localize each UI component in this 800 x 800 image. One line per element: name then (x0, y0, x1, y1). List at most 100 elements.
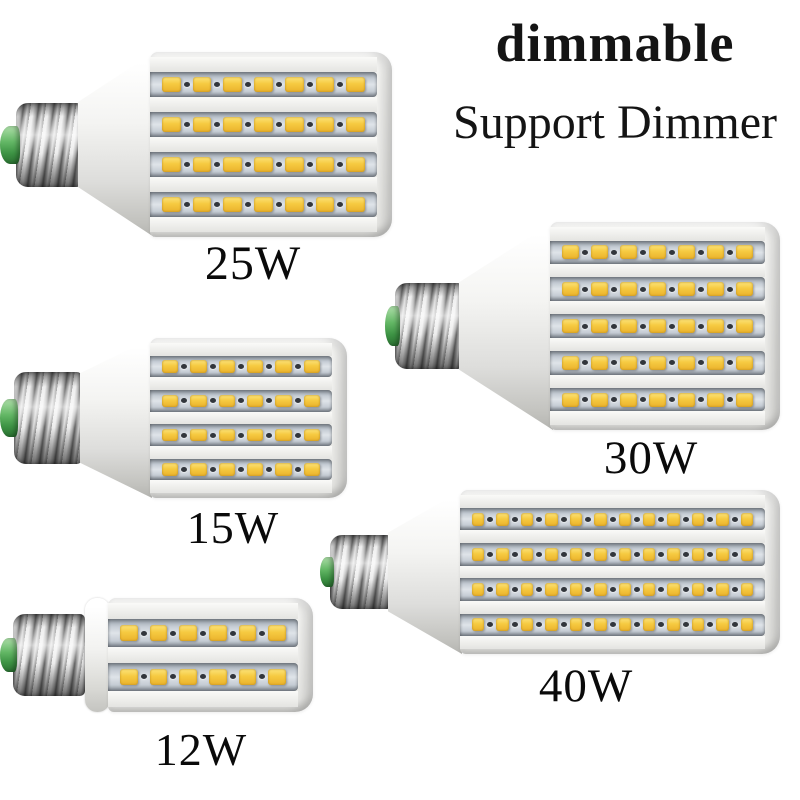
led-chip (149, 668, 168, 686)
led-chip (303, 463, 320, 476)
contact-dot (214, 162, 221, 167)
led-chip (691, 583, 705, 597)
contact-dot (237, 363, 244, 369)
contact-dot (582, 360, 588, 366)
contact-dot (727, 397, 733, 403)
led-chip (562, 282, 579, 296)
led-strip (150, 111, 377, 138)
led-chip (642, 583, 656, 597)
led-chip (520, 512, 534, 526)
led-chip (594, 618, 607, 632)
contact-dot (294, 432, 301, 438)
led-chip (591, 245, 608, 259)
led-chip (162, 360, 179, 373)
contact-dot (669, 360, 675, 366)
neck-40w (388, 490, 462, 654)
led-chip (716, 512, 729, 526)
led-chip (740, 547, 754, 561)
contact-dot (707, 587, 714, 593)
led-chip (569, 512, 583, 526)
contact-dot (731, 622, 738, 628)
contact-dot (200, 674, 207, 680)
contact-dot (306, 162, 313, 167)
contact-dot (536, 587, 543, 593)
led-chip (520, 583, 534, 597)
contact-dot (698, 286, 704, 292)
led-chip (667, 583, 680, 597)
led-chip (678, 282, 695, 296)
plastic-band (108, 690, 298, 707)
wattage-label-40w: 40W (538, 660, 634, 712)
led-chip (223, 117, 243, 132)
led-chip (192, 157, 212, 172)
led-chip (246, 360, 264, 373)
contact-dot (140, 630, 147, 636)
led-body-30w (550, 222, 780, 430)
contact-dot (183, 162, 190, 167)
contact-dot (560, 551, 567, 557)
led-strip (550, 240, 765, 264)
promo-title: dimmable (495, 13, 735, 73)
contact-dot (275, 162, 282, 167)
neck-30w (459, 222, 553, 430)
led-chip (678, 245, 695, 259)
plastic-band (150, 137, 377, 152)
plastic-band (550, 337, 765, 352)
contact-dot (183, 81, 190, 87)
contact-dot (585, 622, 592, 628)
led-chip (162, 157, 181, 172)
led-body-25w (150, 52, 392, 237)
bulb-30w: 30W (385, 222, 780, 484)
contact-dot (633, 622, 640, 628)
contact-dot (707, 622, 714, 628)
contact-dot (170, 630, 177, 636)
led-chip (246, 428, 264, 442)
led-chip (562, 356, 579, 370)
contact-dot (511, 516, 518, 522)
contact-dot (731, 551, 738, 557)
led-chip (268, 668, 287, 686)
led-chip (496, 547, 509, 561)
led-chip (707, 282, 724, 296)
led-chip (562, 319, 579, 333)
led-chip (346, 157, 366, 172)
led-chip (642, 512, 656, 526)
plastic-band (150, 177, 377, 192)
led-chip (162, 77, 181, 92)
contact-dot (181, 467, 188, 472)
contact-dot (633, 551, 640, 557)
led-chip (254, 117, 273, 132)
contact-dot (669, 397, 675, 403)
contact-dot (237, 432, 244, 438)
led-strip (150, 71, 377, 98)
led-chip (218, 428, 235, 442)
plastic-band (550, 411, 765, 425)
led-chip (120, 668, 138, 686)
wattage-label-25w: 25W (204, 237, 302, 290)
contact-tip-15w (0, 399, 18, 437)
led-chip (569, 583, 583, 597)
bulb-25w: 25W (0, 52, 392, 290)
led-chip (594, 512, 607, 526)
contact-dot (536, 622, 543, 628)
contact-dot (183, 121, 190, 127)
led-chip (472, 512, 485, 526)
led-strip (150, 389, 332, 412)
led-chip (691, 547, 705, 561)
led-chip (707, 393, 724, 407)
contact-dot (585, 587, 592, 593)
contact-dot (487, 622, 494, 628)
contact-dot (237, 467, 244, 472)
led-chip (707, 319, 724, 333)
contact-dot (582, 249, 588, 255)
contact-dot (237, 398, 244, 404)
led-chip (472, 547, 485, 561)
led-chip (667, 547, 680, 561)
promo-text-block: dimmable Support Dimmer (405, 13, 800, 150)
plastic-band (550, 227, 765, 241)
led-chip (620, 356, 637, 370)
plastic-band (150, 411, 332, 425)
contact-dot (611, 323, 617, 329)
led-chip (223, 77, 243, 92)
